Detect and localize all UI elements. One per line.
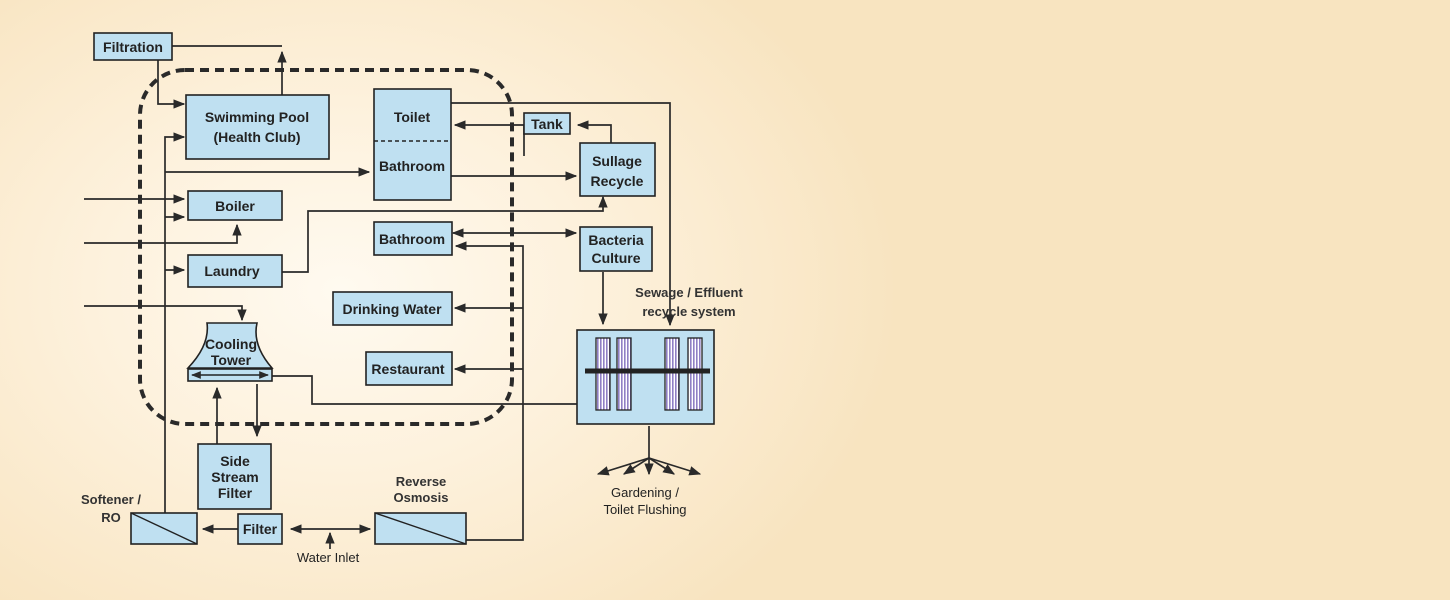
swimming-pool-label: Swimming Pool: [205, 109, 309, 125]
arrow-sullage-to-tank: [576, 120, 612, 143]
laundry-label: Laundry: [204, 263, 259, 279]
recycle-label: Recycle: [591, 173, 644, 189]
drinking-water-box: Drinking Water: [332, 291, 453, 326]
boiler-box: Boiler: [187, 190, 283, 221]
sullage-label: Sullage: [592, 153, 642, 169]
cooling-label: Cooling: [205, 336, 257, 352]
sewage-caption-1: Sewage / Effluent: [635, 285, 743, 300]
swimming-pool-sublabel: (Health Club): [213, 129, 300, 145]
sewage-caption-2: recycle system: [642, 304, 735, 319]
building-boundary: [138, 68, 514, 426]
swimming-pool-box: Swimming Pool (Health Club): [185, 94, 330, 160]
toilet-bathroom-box: Toilet Bathroom: [373, 88, 452, 201]
arrow-gardening-2: [622, 457, 650, 475]
bathroom-mid-label: Bathroom: [379, 231, 445, 247]
arrow-gardening-1: [596, 457, 650, 476]
sewage-plant: [576, 329, 715, 425]
filter-label: Filter: [243, 521, 278, 537]
ro-caption-2: Osmosis: [394, 490, 449, 505]
bathroom-top-label: Bathroom: [379, 158, 445, 174]
bathroom-mid-box: Bathroom: [373, 221, 453, 256]
arrow-supply-to-pool: [164, 132, 186, 514]
arrow-gardening-3: [648, 457, 676, 475]
arrow-gardening-4: [648, 457, 702, 476]
sullage-recycle-box: Sullage Recycle: [579, 142, 656, 197]
cooling-tower-box: Cooling Tower: [186, 322, 274, 382]
restaurant-label: Restaurant: [371, 361, 444, 377]
filter-sublabel: Filter: [218, 485, 253, 501]
flow-lines: [84, 45, 702, 549]
softener-caption-1: Softener /: [81, 492, 141, 507]
arrow-filtration-to-pool: [157, 60, 186, 109]
side-label: Side: [220, 453, 250, 469]
culture-label: Culture: [592, 250, 641, 266]
reverse-osmosis-unit: [374, 512, 467, 545]
line-cooling-to-sewage: [268, 375, 577, 405]
softener-ro-unit: [130, 512, 198, 545]
filtration-label: Filtration: [103, 39, 163, 55]
toilet-label: Toilet: [394, 109, 431, 125]
drinking-water-label: Drinking Water: [342, 301, 442, 317]
bacteria-culture-box: Bacteria Culture: [579, 226, 653, 272]
restaurant-box: Restaurant: [365, 351, 453, 386]
gardening-caption-2: Toilet Flushing: [603, 502, 686, 517]
tower-label: Tower: [211, 352, 252, 368]
laundry-box: Laundry: [187, 254, 283, 288]
filter-box: Filter: [237, 513, 283, 545]
water-inlet-caption: Water Inlet: [297, 550, 360, 565]
arrow-ro-to-bathroom: [454, 241, 524, 541]
bacteria-label: Bacteria: [588, 232, 643, 248]
arrow-laundry-to-sullage: [282, 195, 608, 273]
gardening-caption-1: Gardening /: [611, 485, 679, 500]
filtration-box: Filtration: [93, 32, 173, 61]
tank-label: Tank: [531, 116, 563, 132]
arrow-toilet-to-sewage: [451, 102, 675, 327]
side-stream-filter-box: Side Stream Filter: [197, 443, 272, 510]
boiler-label: Boiler: [215, 198, 255, 214]
softener-caption-2: RO: [101, 510, 121, 525]
ro-caption-1: Reverse: [396, 474, 447, 489]
tank-box: Tank: [523, 112, 571, 135]
arrow-inlet-to-boiler-bottom: [84, 223, 242, 244]
stream-label: Stream: [211, 469, 258, 485]
arrow-inlet-to-cooling-tower: [84, 305, 247, 322]
